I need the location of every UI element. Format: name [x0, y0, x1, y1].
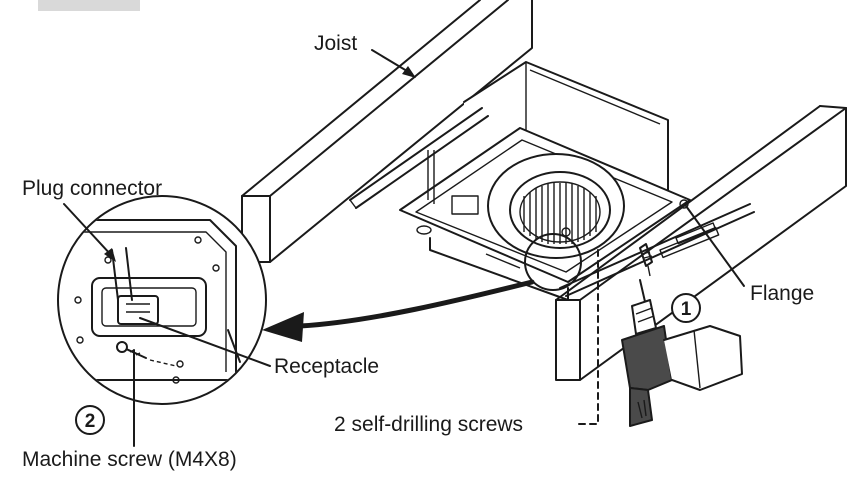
- detail-source-circle: [524, 233, 582, 291]
- label-flange: Flange: [750, 282, 814, 305]
- label-receptacle: Receptacle: [274, 355, 379, 378]
- joist-front: [555, 105, 847, 381]
- detail-magnified: [57, 195, 267, 405]
- step-1-marker: 1: [671, 293, 701, 323]
- svg-text:1: 1: [681, 299, 692, 320]
- detail-arrow: [262, 279, 535, 342]
- self-drilling-screw: [639, 243, 653, 277]
- step-2-marker: 2: [75, 405, 105, 435]
- blower-wheel: [519, 181, 601, 244]
- label-machine-screw: Machine screw (M4X8): [22, 448, 237, 471]
- fan-housing: [349, 61, 755, 301]
- label-self-drilling-screws: 2 self-drilling screws: [334, 413, 523, 436]
- drill: [621, 279, 743, 427]
- label-plug-connector: Plug connector: [22, 177, 162, 200]
- leader-lines: [63, 49, 745, 447]
- header-box: [38, 0, 140, 11]
- svg-text:2: 2: [85, 411, 96, 432]
- label-joist: Joist: [314, 32, 357, 55]
